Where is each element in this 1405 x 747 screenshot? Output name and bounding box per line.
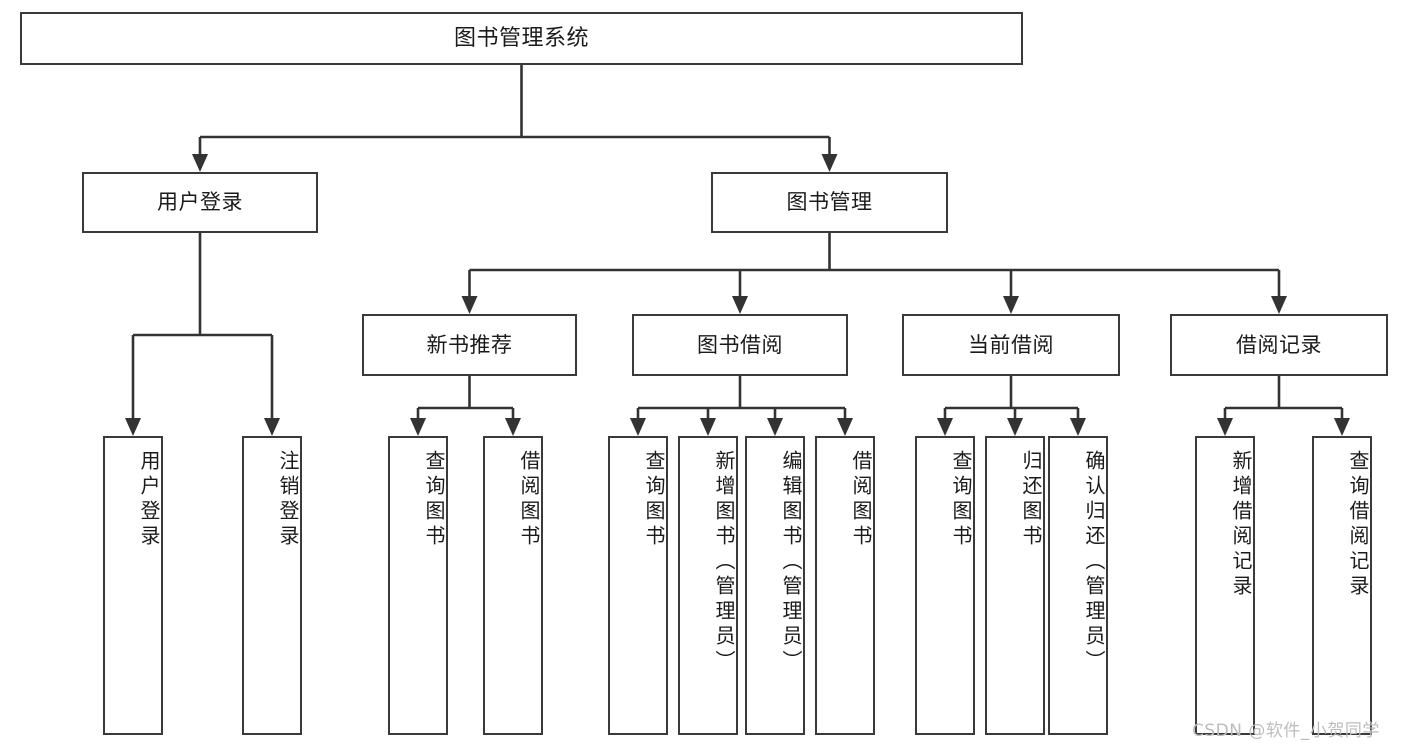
arrowhead <box>1271 296 1287 314</box>
node-label: 编辑图书（管理员） <box>779 450 803 675</box>
arrowhead <box>505 418 521 436</box>
arrowhead <box>837 418 853 436</box>
node-label: 图书管理系统 <box>453 25 589 51</box>
node-label: 图书借阅 <box>697 332 783 357</box>
node-book-manage[interactable]: 图书管理 <box>711 172 948 233</box>
node-label: 查询图书 <box>642 450 666 550</box>
node-leaf-user-login[interactable]: 用户登录 <box>103 436 163 735</box>
node-label: 用户登录 <box>157 190 243 215</box>
node-book-borrow[interactable]: 图书借阅 <box>632 314 848 376</box>
arrowhead <box>1003 296 1019 314</box>
arrowhead <box>732 296 748 314</box>
arrowhead <box>630 418 646 436</box>
node-leaf-bb-borrow[interactable]: 借阅图书 <box>815 436 875 735</box>
node-user-login[interactable]: 用户登录 <box>82 172 318 233</box>
node-leaf-bb-edit[interactable]: 编辑图书（管理员） <box>745 436 805 735</box>
node-current-borrow[interactable]: 当前借阅 <box>902 314 1120 376</box>
node-new-book-rec[interactable]: 新书推荐 <box>362 314 577 376</box>
node-label: 借阅图书 <box>849 450 873 550</box>
node-label: 图书管理 <box>786 190 873 215</box>
node-label: 归还图书 <box>1019 450 1043 550</box>
node-label: 当前借阅 <box>968 332 1054 357</box>
node-leaf-bb-query[interactable]: 查询图书 <box>608 436 668 735</box>
watermark: CSDN @软件_小贺同学 <box>1192 721 1380 741</box>
arrowhead <box>821 154 838 172</box>
arrowhead <box>767 418 783 436</box>
node-leaf-cb-query[interactable]: 查询图书 <box>915 436 975 735</box>
node-label: 注销登录 <box>276 450 300 550</box>
arrowhead <box>1334 418 1350 436</box>
arrowhead <box>937 418 953 436</box>
node-label: 新增图书（管理员） <box>712 450 736 675</box>
node-leaf-user-logout[interactable]: 注销登录 <box>242 436 302 735</box>
node-leaf-br-add[interactable]: 新增借阅记录 <box>1195 436 1255 735</box>
node-borrow-record[interactable]: 借阅记录 <box>1170 314 1388 376</box>
node-leaf-bb-add[interactable]: 新增图书（管理员） <box>678 436 738 735</box>
arrowhead <box>125 418 141 436</box>
arrowhead <box>410 418 426 436</box>
arrowhead <box>461 296 478 314</box>
node-label: 查询借阅记录 <box>1346 450 1370 600</box>
arrowhead <box>700 418 716 436</box>
arrowhead <box>192 154 208 172</box>
arrowhead <box>264 418 280 436</box>
node-root[interactable]: 图书管理系统 <box>20 12 1023 65</box>
node-label: 借阅图书 <box>517 450 541 550</box>
node-label: 查询图书 <box>422 450 446 550</box>
node-leaf-cb-return[interactable]: 归还图书 <box>985 436 1045 735</box>
node-leaf-br-query[interactable]: 查询借阅记录 <box>1312 436 1372 735</box>
node-label: 用户登录 <box>137 450 161 550</box>
node-label: 确认归还（管理员） <box>1082 450 1106 675</box>
node-leaf-rec-query[interactable]: 查询图书 <box>388 436 448 735</box>
node-label: 查询图书 <box>949 450 973 550</box>
node-label: 新增借阅记录 <box>1229 450 1253 600</box>
arrowhead <box>1070 418 1086 436</box>
arrowhead <box>1217 418 1233 436</box>
node-leaf-rec-borrow[interactable]: 借阅图书 <box>483 436 543 735</box>
node-label: 新书推荐 <box>426 332 513 357</box>
node-leaf-cb-confirm[interactable]: 确认归还（管理员） <box>1048 436 1108 735</box>
arrowhead <box>1007 418 1023 436</box>
node-label: 借阅记录 <box>1236 332 1322 357</box>
